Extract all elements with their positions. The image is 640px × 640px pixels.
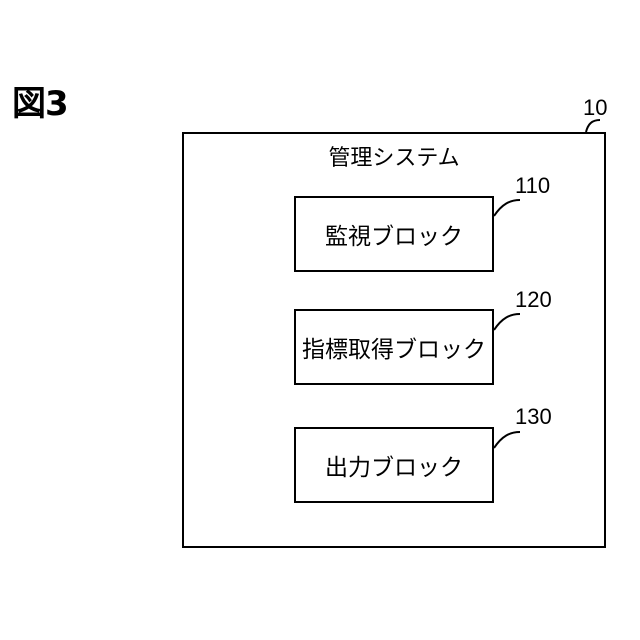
index-acquisition-leader-line (494, 314, 520, 330)
monitoring-leader-line (494, 200, 520, 216)
output-leader-line (494, 432, 520, 448)
system-leader-line (586, 120, 600, 132)
